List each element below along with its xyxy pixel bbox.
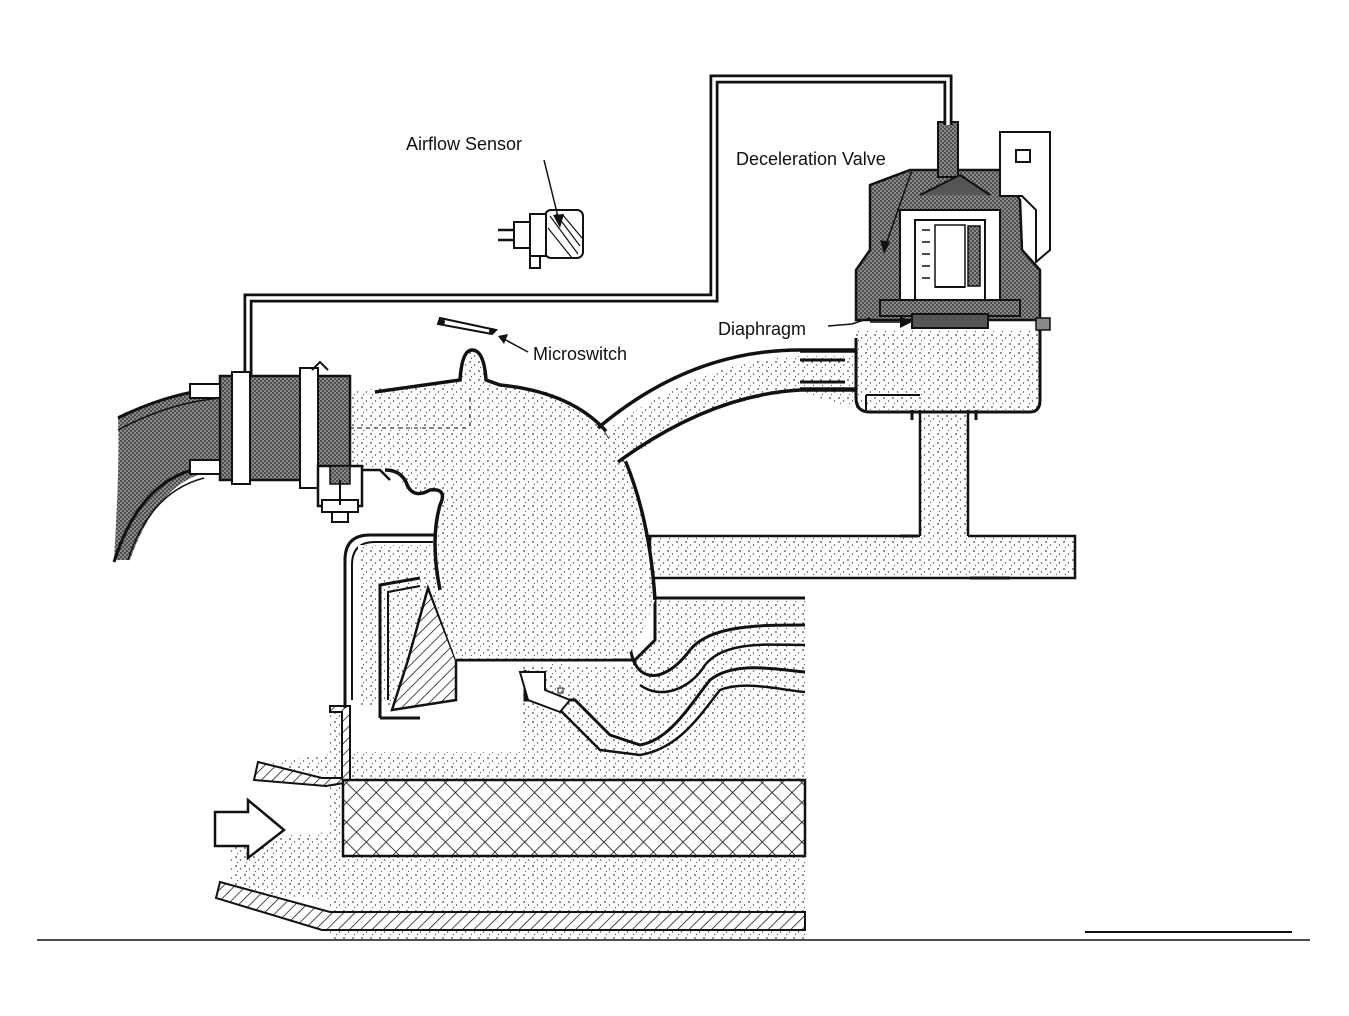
air-chamber: [340, 348, 657, 714]
airflow-sensor: [498, 209, 584, 269]
intake-hose: [112, 360, 391, 563]
airflow-arrow-icon: [213, 797, 286, 861]
leader-lines: [498, 159, 913, 353]
solenoid-coil: [922, 225, 981, 287]
left-housing: [343, 533, 458, 720]
microswitch: [436, 316, 499, 336]
label-deceleration-valve: Deceleration Valve: [736, 149, 886, 169]
filter-element: [341, 778, 807, 858]
label-microswitch: Microswitch: [533, 344, 627, 364]
vacuum-line: [243, 74, 953, 382]
valve-pipe: [596, 348, 860, 464]
deceleration-valve: [854, 121, 1051, 414]
label-diaphragm: Diaphragm: [718, 319, 806, 339]
callout-labels: Airflow Sensor Deceleration Valve Micros…: [406, 134, 886, 364]
label-airflow-sensor: Airflow Sensor: [406, 134, 522, 154]
intake-duct: [37, 640, 1310, 941]
